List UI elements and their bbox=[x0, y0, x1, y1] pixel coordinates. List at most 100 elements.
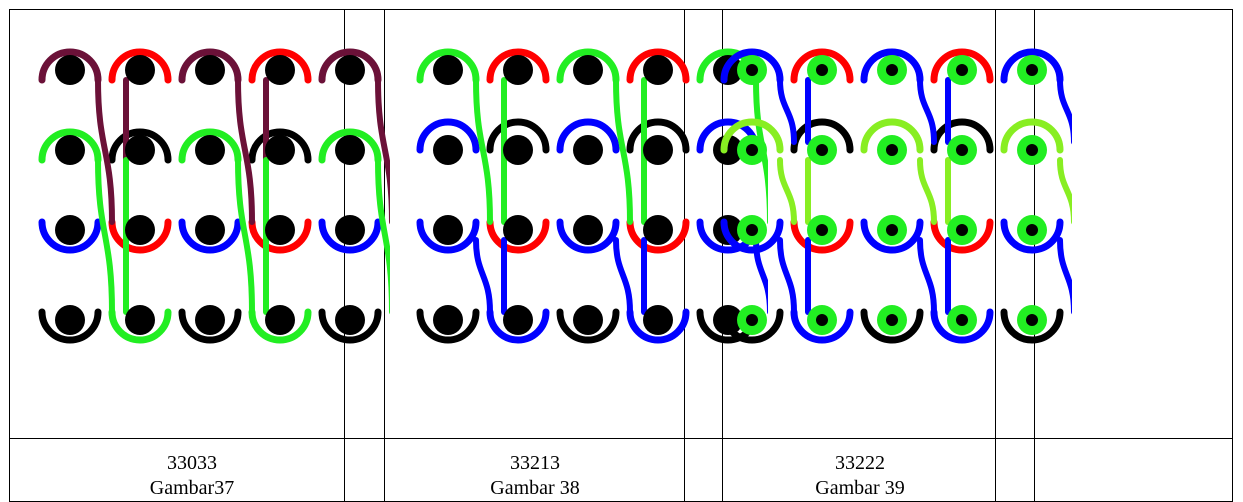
figure-label: Gambar37 bbox=[149, 477, 235, 499]
needle-dot bbox=[886, 64, 898, 76]
needle-dot bbox=[1026, 314, 1038, 326]
needle-dot bbox=[335, 135, 365, 165]
loop-arc bbox=[626, 118, 690, 154]
loop-leg bbox=[917, 77, 937, 145]
loop-leg bbox=[1057, 237, 1072, 315]
needle-dot bbox=[956, 64, 968, 76]
loop-leg bbox=[777, 77, 797, 145]
needle-dot bbox=[643, 215, 673, 245]
loop-arc bbox=[720, 218, 784, 254]
figure-label: Gambar 38 bbox=[490, 477, 580, 499]
loop-arc bbox=[108, 128, 172, 164]
loop-arc bbox=[416, 308, 480, 344]
needle-dot bbox=[886, 314, 898, 326]
loop-arc bbox=[556, 118, 620, 154]
needle-dot bbox=[265, 135, 295, 165]
loop-arc bbox=[318, 218, 382, 254]
needle-dot bbox=[956, 144, 968, 156]
loop-arc bbox=[860, 218, 924, 254]
needle-dot bbox=[643, 305, 673, 335]
needle-dot bbox=[746, 144, 758, 156]
loop-leg bbox=[235, 77, 255, 225]
loop-leg bbox=[95, 77, 115, 225]
needle-dot bbox=[335, 55, 365, 85]
loop-arc bbox=[318, 308, 382, 344]
loop-leg bbox=[1057, 77, 1072, 145]
needle-dot bbox=[265, 305, 295, 335]
needle-dot bbox=[886, 224, 898, 236]
loop-leg bbox=[917, 157, 937, 225]
needle-dot bbox=[643, 55, 673, 85]
loop-leg bbox=[613, 77, 633, 225]
needle-dot bbox=[195, 135, 225, 165]
needle-dot bbox=[886, 144, 898, 156]
loop-arc bbox=[626, 308, 690, 344]
needle-dot bbox=[1026, 224, 1038, 236]
needle-dot bbox=[956, 314, 968, 326]
needle-dot bbox=[265, 55, 295, 85]
needle-dot bbox=[55, 55, 85, 85]
loop-arc bbox=[108, 218, 172, 254]
needle-dot bbox=[125, 55, 155, 85]
needle-dot bbox=[265, 215, 295, 245]
needle-dot bbox=[816, 224, 828, 236]
figure-code: 33213 bbox=[510, 452, 560, 474]
loop-leg bbox=[473, 77, 493, 225]
loop-arc bbox=[1000, 48, 1064, 84]
loop-leg bbox=[95, 157, 115, 315]
loop-arc bbox=[1000, 118, 1064, 154]
loop-arc bbox=[416, 48, 480, 84]
needle-dot bbox=[125, 215, 155, 245]
needle-dot bbox=[125, 305, 155, 335]
loop-arc bbox=[486, 218, 550, 254]
loop-arc bbox=[248, 48, 312, 84]
knit-pattern-figure bbox=[720, 48, 1072, 344]
loop-arc bbox=[860, 308, 924, 344]
loop-arc bbox=[626, 218, 690, 254]
loop-arc bbox=[38, 218, 102, 254]
needle-dot bbox=[1026, 144, 1038, 156]
loop-arc bbox=[416, 218, 480, 254]
loop-arc bbox=[38, 308, 102, 344]
needle-dot bbox=[55, 215, 85, 245]
needle-dot bbox=[503, 215, 533, 245]
needle-dot bbox=[746, 224, 758, 236]
loop-arc bbox=[248, 218, 312, 254]
figure-code: 33033 bbox=[167, 452, 217, 474]
needle-dot bbox=[433, 55, 463, 85]
loop-arc bbox=[108, 48, 172, 84]
loop-leg bbox=[375, 157, 390, 315]
knit-pattern-figure bbox=[38, 48, 390, 344]
loop-arc bbox=[790, 48, 854, 84]
loop-arc bbox=[178, 218, 242, 254]
loop-arc bbox=[860, 48, 924, 84]
loop-arc bbox=[178, 48, 242, 84]
needle-dot bbox=[55, 305, 85, 335]
loop-leg bbox=[777, 237, 797, 315]
needle-dot bbox=[573, 215, 603, 245]
needle-dot bbox=[816, 314, 828, 326]
needle-dot bbox=[816, 64, 828, 76]
needle-dot bbox=[433, 305, 463, 335]
needle-dot bbox=[956, 224, 968, 236]
loop-arc bbox=[930, 308, 994, 344]
loop-arc bbox=[486, 48, 550, 84]
needle-dot bbox=[816, 144, 828, 156]
loop-arc bbox=[416, 118, 480, 154]
figure-code: 33222 bbox=[835, 452, 885, 474]
loop-leg bbox=[375, 77, 390, 225]
needle-dot bbox=[433, 135, 463, 165]
loop-arc bbox=[790, 308, 854, 344]
loop-leg bbox=[473, 237, 493, 315]
loop-arc bbox=[720, 118, 784, 154]
loop-leg bbox=[777, 157, 797, 225]
figure-label: Gambar 39 bbox=[815, 477, 905, 499]
needle-dot bbox=[713, 135, 743, 165]
needle-dot bbox=[195, 215, 225, 245]
loop-arc bbox=[38, 128, 102, 164]
loop-leg bbox=[917, 237, 937, 315]
needle-dot bbox=[573, 55, 603, 85]
loop-arc bbox=[108, 308, 172, 344]
needle-dot bbox=[746, 64, 758, 76]
needle-dot bbox=[643, 135, 673, 165]
